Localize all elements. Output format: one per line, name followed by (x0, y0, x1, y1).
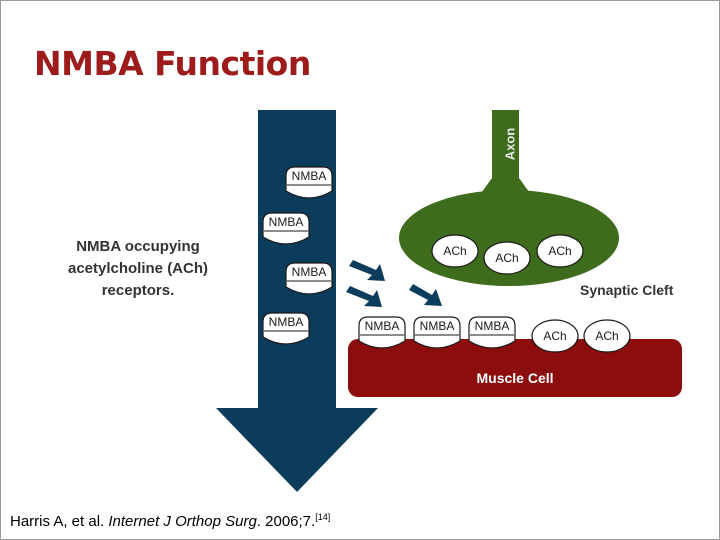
nmba-label: NMBA (269, 215, 304, 229)
nmba-shape (285, 262, 333, 295)
caption-line-3: receptors. (101, 282, 175, 299)
ach-shape (483, 241, 531, 275)
axon-ach-2: ACh (483, 241, 531, 275)
big-down-arrow (216, 110, 378, 492)
nmba-label: NMBA (475, 319, 510, 333)
nmba-shape (358, 316, 406, 349)
ach-label: ACh (595, 329, 618, 343)
axon-ach-3: ACh (536, 234, 584, 268)
nmba-label: NMBA (420, 319, 455, 333)
nmba-label: NMBA (269, 315, 304, 329)
arrow-nmba-group: NMBA NMBA NMBA NMBA (262, 166, 333, 345)
nmba-label: NMBA (365, 319, 400, 333)
receptor-nmba-2: NMBA (413, 316, 461, 349)
flow-arrow-3 (409, 284, 442, 306)
receptor-nmba-3: NMBA (468, 316, 516, 349)
nmba-shape (262, 312, 310, 345)
receptor-ach-2: ACh (583, 319, 631, 353)
arrow-nmba-3: NMBA (285, 262, 333, 295)
muscle-cell-label: Muscle Cell (476, 370, 554, 386)
ach-label: ACh (443, 244, 466, 258)
ach-shape (536, 234, 584, 268)
slide-title: NMBA Function (34, 44, 311, 83)
ach-label: ACh (548, 244, 571, 258)
ach-shape (531, 319, 579, 353)
citation-rest: . 2006;7. (256, 513, 316, 530)
synaptic-cleft-label: Synaptic Cleft (580, 282, 674, 298)
receptor-nmba-1: NMBA (358, 316, 406, 349)
ach-shape (431, 234, 479, 268)
nmba-shape (285, 166, 333, 199)
axon-label: Axon (502, 128, 517, 161)
nmba-shape (262, 212, 310, 245)
arrow-nmba-2: NMBA (262, 212, 310, 245)
caption-line-2: acetylcholine (ACh) (67, 260, 209, 277)
arrow-nmba-4: NMBA (262, 312, 310, 345)
ach-label: ACh (495, 251, 518, 265)
citation-journal: Internet J Orthop Surg (108, 513, 257, 530)
nmba-shape (468, 316, 516, 349)
flow-arrows (346, 260, 442, 307)
arrow-nmba-1: NMBA (285, 166, 333, 199)
receptor-ach-1: ACh (531, 319, 579, 353)
flow-arrow-1 (349, 260, 385, 281)
flow-arrow-2 (346, 286, 382, 307)
nmba-label: NMBA (292, 265, 327, 279)
muscle-cell (348, 339, 682, 397)
receptor-group: NMBA NMBA NMBA ACh ACh (358, 316, 631, 353)
nmba-shape (413, 316, 461, 349)
ach-shape (583, 319, 631, 353)
caption: NMBA occupying acetylcholine (ACh) recep… (52, 236, 224, 302)
nmba-label: NMBA (292, 169, 327, 183)
citation-ref: [14] (315, 512, 331, 522)
ach-label: ACh (543, 329, 566, 343)
caption-line-1: NMBA occupying (76, 238, 200, 255)
citation: Harris A, et al. Internet J Orthop Surg.… (10, 512, 330, 530)
citation-authors: Harris A, et al. (10, 513, 109, 530)
axon-ach-1: ACh (431, 234, 479, 268)
